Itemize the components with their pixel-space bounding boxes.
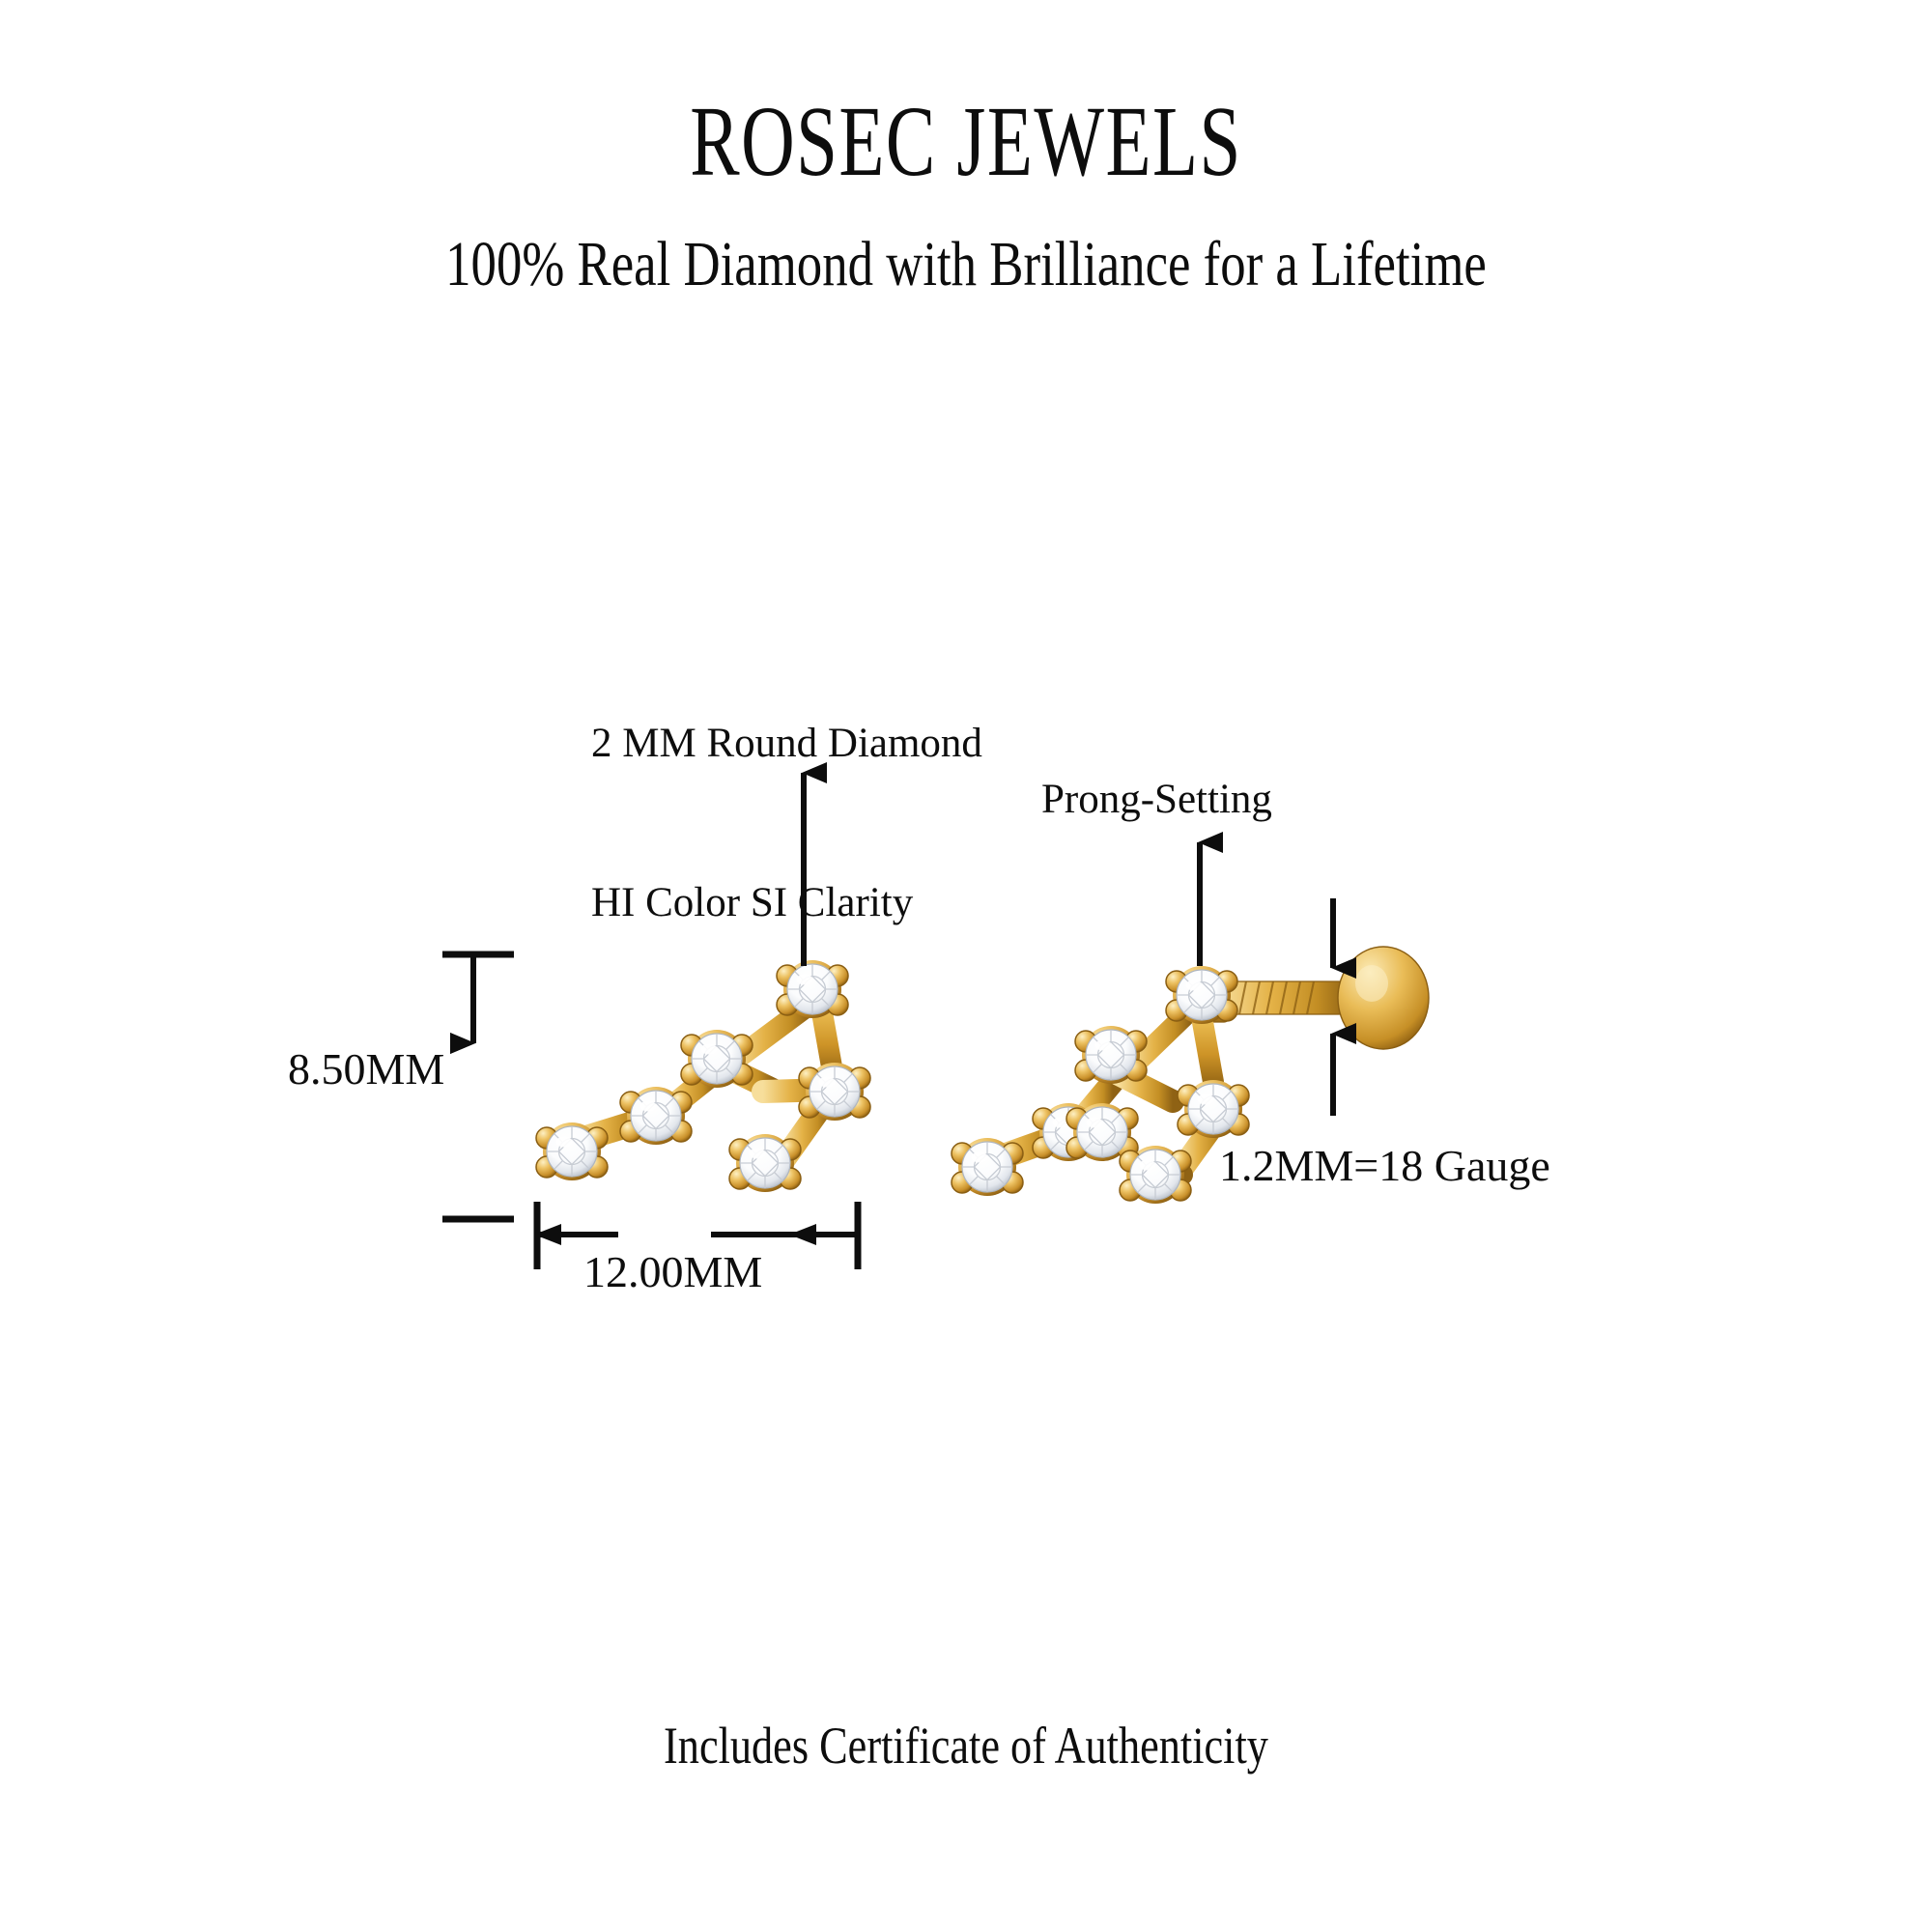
earring-angled-view-with-post	[951, 946, 1430, 1205]
brand-tagline: 100% Real Diamond with Brilliance for a …	[445, 229, 1487, 299]
labret-post	[1203, 946, 1430, 1050]
brand-title: ROSEC JEWELS	[690, 86, 1242, 197]
certificate-note: Includes Certificate of Authenticity	[664, 1717, 1268, 1775]
dimension-label-height: 8.50MM	[288, 1044, 445, 1094]
dimension-height	[442, 951, 514, 1223]
dimension-width	[533, 1202, 862, 1269]
earring-front-view	[535, 959, 871, 1193]
dimension-label-width: 12.00MM	[583, 1247, 763, 1296]
callout-leaders	[801, 762, 1223, 966]
callout-diamond-spec: 2 MM Round Diamond HI Color SI Clarity	[591, 611, 982, 1036]
callout-diamond-spec-line2: HI Color SI Clarity	[591, 880, 914, 926]
callout-diamond-spec-line1: 2 MM Round Diamond	[591, 721, 982, 767]
callout-prong-setting: Prong-Setting	[1041, 777, 1272, 822]
callout-gauge: 1.2MM=18 Gauge	[1219, 1141, 1550, 1190]
